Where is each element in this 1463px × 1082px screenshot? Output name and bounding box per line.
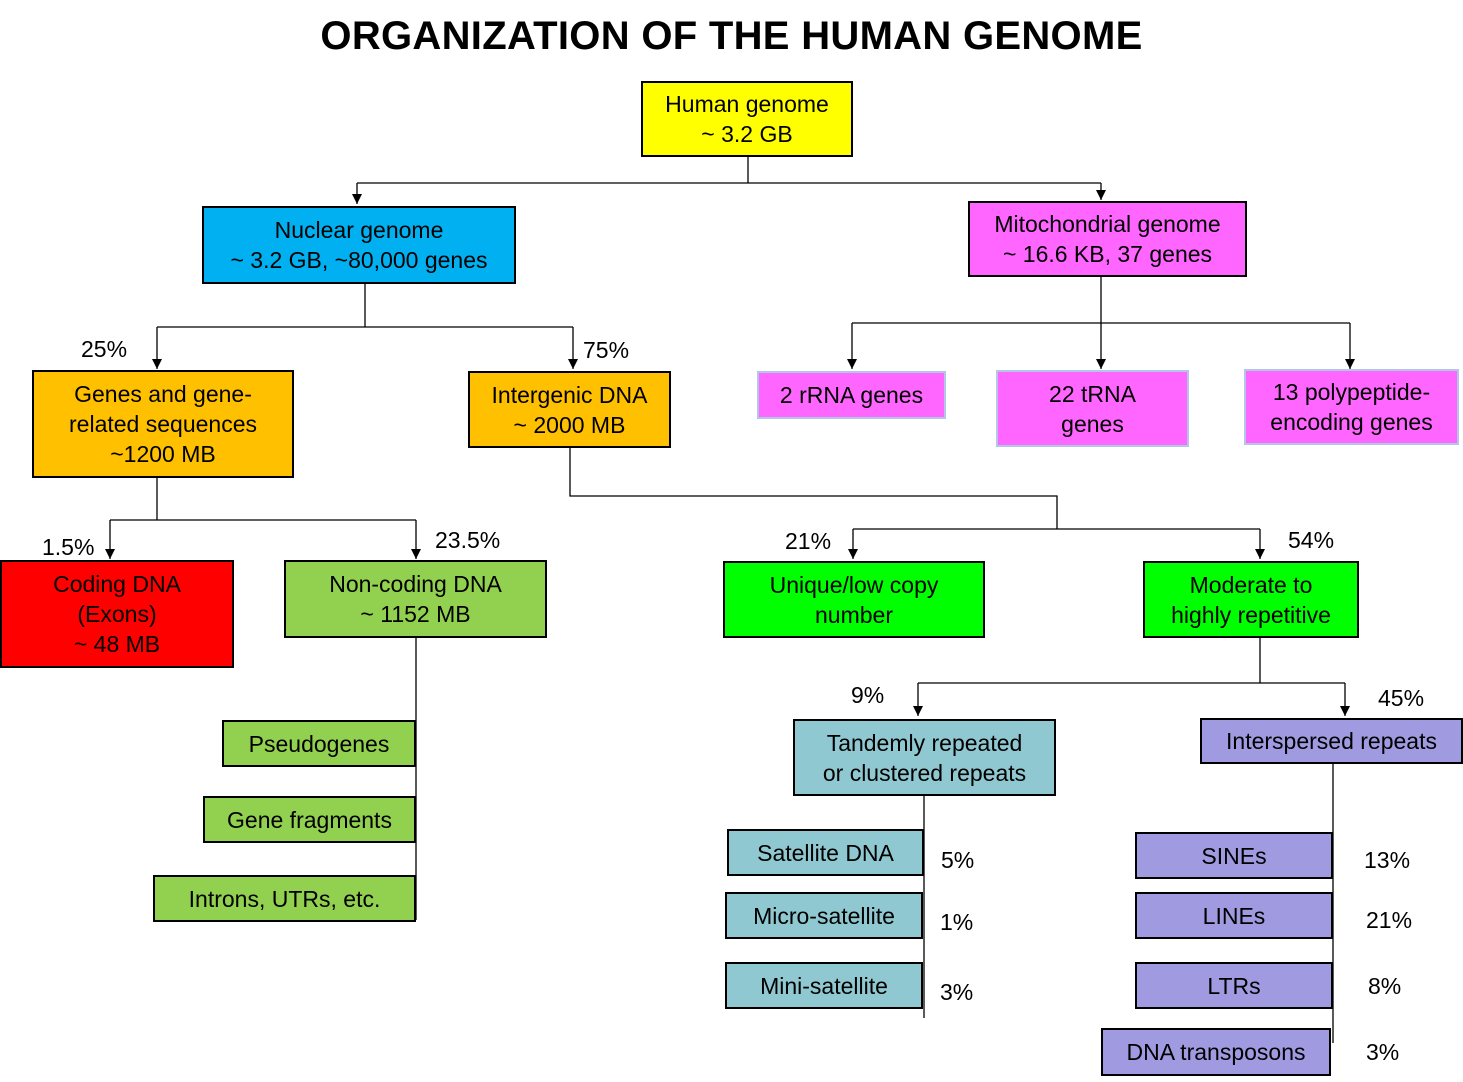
genes-related-box: Genes and gene- related sequences ~1200 … <box>32 370 294 478</box>
sines-percent: 13% <box>1364 847 1411 873</box>
gene-fragments-box: Gene fragments <box>203 796 416 843</box>
noncoding-percent: 23.5% <box>435 527 501 553</box>
satellite-percent: 5% <box>941 847 975 873</box>
dna-transposons-box: DNA transposons <box>1101 1028 1331 1076</box>
unique-percent: 21% <box>785 528 832 554</box>
intergenic-percent: 75% <box>583 337 630 363</box>
noncoding-dna-box: Non-coding DNA ~ 1152 MB <box>284 560 547 638</box>
lines-percent: 21% <box>1366 907 1413 933</box>
introns-utrs-box: Introns, UTRs, etc. <box>153 875 416 922</box>
repetitive-box: Moderate to highly repetitive <box>1143 561 1359 638</box>
interspersed-percent: 45% <box>1378 685 1425 711</box>
unique-low-copy-box: Unique/low copy number <box>723 561 985 638</box>
transposons-percent: 3% <box>1366 1039 1400 1065</box>
polypeptide-genes-box: 13 polypeptide- encoding genes <box>1244 369 1459 445</box>
rrna-genes-box: 2 rRNA genes <box>757 371 946 419</box>
pseudogenes-box: Pseudogenes <box>222 720 416 767</box>
trna-genes-box: 22 tRNA genes <box>996 370 1189 447</box>
repetitive-percent: 54% <box>1288 527 1335 553</box>
lines-box: LINEs <box>1135 892 1333 939</box>
interspersed-repeats-box: Interspersed repeats <box>1200 718 1463 764</box>
tandem-percent: 9% <box>851 682 885 708</box>
genes-related-percent: 25% <box>81 336 128 362</box>
coding-percent: 1.5% <box>42 534 95 560</box>
nuclear-genome-box: Nuclear genome ~ 3.2 GB, ~80,000 genes <box>202 206 516 284</box>
satellite-dna-box: Satellite DNA <box>727 829 924 876</box>
sines-box: SINEs <box>1135 832 1333 879</box>
ltrs-box: LTRs <box>1135 962 1333 1009</box>
coding-dna-box: Coding DNA (Exons) ~ 48 MB <box>0 560 234 668</box>
micro-satellite-box: Micro-satellite <box>725 892 923 939</box>
human-genome-box: Human genome ~ 3.2 GB <box>641 81 853 157</box>
mini-satellite-box: Mini-satellite <box>725 962 923 1009</box>
mini-percent: 3% <box>940 979 974 1005</box>
intergenic-dna-box: Intergenic DNA ~ 2000 MB <box>468 371 671 448</box>
ltrs-percent: 8% <box>1368 973 1402 999</box>
micro-percent: 1% <box>940 909 974 935</box>
mitochondrial-genome-box: Mitochondrial genome ~ 16.6 KB, 37 genes <box>968 201 1247 277</box>
tandem-repeats-box: Tandemly repeated or clustered repeats <box>793 719 1056 796</box>
diagram-title: ORGANIZATION OF THE HUMAN GENOME <box>320 14 1143 58</box>
